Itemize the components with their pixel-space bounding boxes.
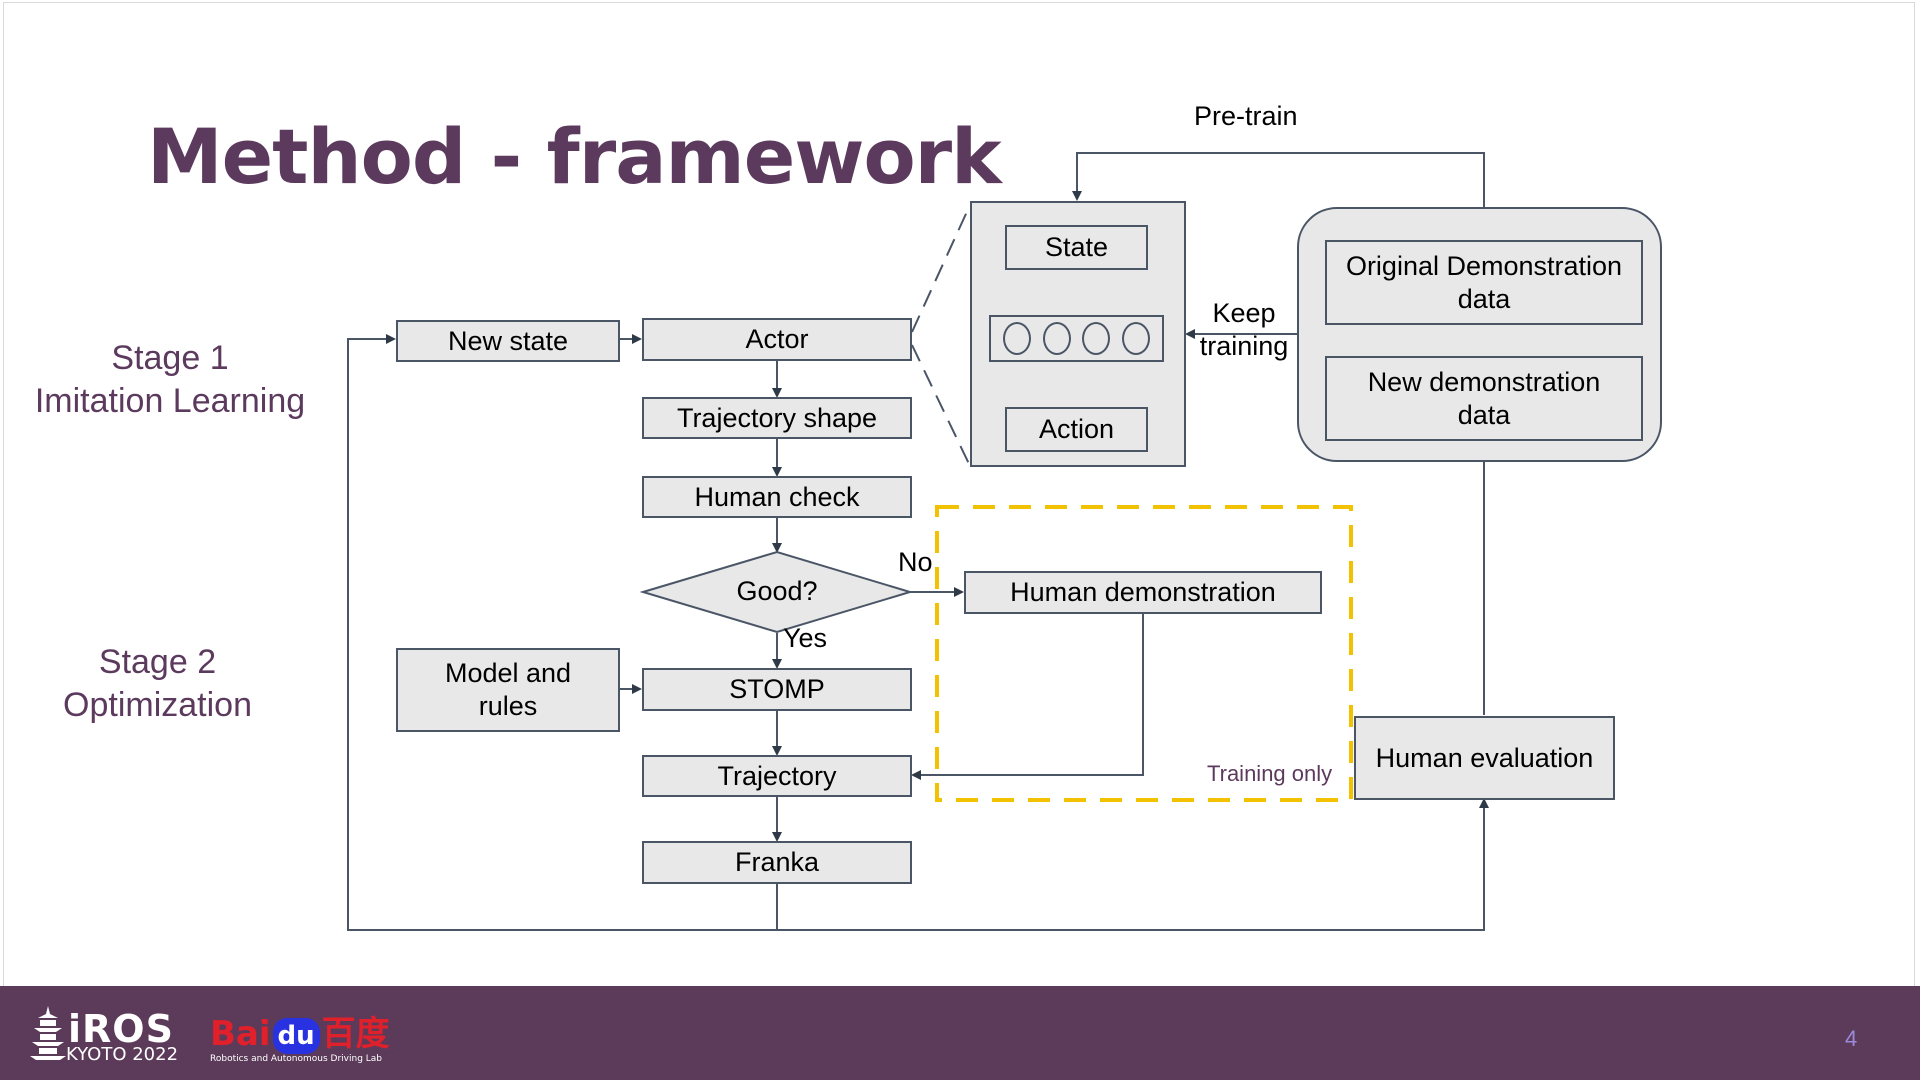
trajectory-label: Trajectory bbox=[717, 760, 837, 791]
training-only-label: Training only bbox=[1207, 761, 1333, 786]
state-label: State bbox=[1044, 232, 1109, 262]
human-evaluation-label: Human evaluation bbox=[1375, 742, 1594, 773]
iros-logo-text: iROS bbox=[68, 1007, 174, 1051]
loop-franka-to-evaluation bbox=[777, 798, 1489, 931]
original-demonstration-line-1: Original Demonstration bbox=[1345, 250, 1623, 281]
neuron-circle bbox=[1082, 322, 1111, 355]
zoom-line-bottom bbox=[911, 344, 971, 467]
human-evaluation-box: Human evaluation bbox=[1354, 716, 1615, 800]
stage-1-name: Imitation Learning bbox=[34, 382, 306, 420]
slide-title: Method - framework bbox=[147, 112, 1002, 201]
arrow-demonstration-to-trajectory bbox=[911, 614, 1144, 780]
trajectory-shape-label: Trajectory shape bbox=[676, 402, 878, 433]
hidden-layer-box bbox=[989, 315, 1164, 362]
stage-2-label: Stage 2 Optimization bbox=[20, 641, 295, 727]
training-only-region bbox=[935, 505, 1353, 802]
keep-training-label: Keep training bbox=[1192, 297, 1296, 363]
state-box: State bbox=[1005, 225, 1148, 270]
original-demonstration-data-box: Original Demonstration data bbox=[1325, 240, 1643, 325]
arrow-pretrain bbox=[1072, 152, 1485, 240]
keep-training-line-1: Keep bbox=[1212, 298, 1276, 328]
model-and-rules-box: Model and rules bbox=[396, 648, 620, 732]
stage-2-name: Optimization bbox=[63, 686, 252, 724]
franka-label: Franka bbox=[734, 847, 820, 877]
new-demonstration-data-box: New demonstration data bbox=[1325, 356, 1643, 441]
pre-train-label: Pre-train bbox=[1194, 101, 1298, 131]
human-demonstration-label: Human demonstration bbox=[1010, 577, 1276, 607]
stage-1-number: Stage 1 bbox=[111, 339, 229, 377]
baidu-paw-icon: du bbox=[272, 1017, 320, 1054]
footer-bar bbox=[0, 986, 1920, 1080]
neuron-circle bbox=[1042, 322, 1071, 355]
keep-training-line-2: training bbox=[1199, 331, 1289, 361]
actor-box: Actor bbox=[642, 318, 912, 361]
yes-label: Yes bbox=[783, 623, 828, 653]
decision-diamond bbox=[639, 550, 914, 634]
franka-box: Franka bbox=[642, 841, 912, 884]
model-and-rules-line-2: rules bbox=[478, 691, 538, 721]
human-check-label: Human check bbox=[694, 481, 860, 512]
trajectory-shape-box: Trajectory shape bbox=[642, 397, 912, 439]
baidu-lab-name: Robotics and Autonomous Driving Lab bbox=[210, 1054, 383, 1064]
new-state-box: New state bbox=[396, 320, 620, 362]
action-box: Action bbox=[1005, 407, 1148, 452]
new-demonstration-line-2: data bbox=[1457, 399, 1511, 430]
new-state-label: New state bbox=[447, 325, 569, 356]
model-and-rules-line-1: Model and bbox=[444, 658, 572, 688]
stage-2-number: Stage 2 bbox=[98, 643, 217, 681]
trajectory-box: Trajectory bbox=[642, 755, 912, 797]
no-label: No bbox=[898, 547, 933, 577]
loop-franka-to-newstate bbox=[347, 334, 778, 931]
new-demonstration-line-1: New demonstration bbox=[1367, 366, 1601, 397]
page-number: 4 bbox=[1845, 1026, 1858, 1051]
neuron-circle bbox=[1002, 322, 1031, 355]
action-label: Action bbox=[1038, 414, 1115, 444]
zoom-line-top bbox=[911, 204, 971, 333]
good-label: Good? bbox=[736, 576, 818, 606]
baidu-logo-right: 百度 bbox=[321, 1014, 390, 1054]
human-check-box: Human check bbox=[642, 476, 912, 518]
actor-label: Actor bbox=[745, 324, 809, 354]
human-demonstration-box: Human demonstration bbox=[964, 571, 1322, 614]
original-demonstration-line-2: data bbox=[1457, 283, 1511, 314]
iros-logo-subtext: KYOTO 2022 bbox=[66, 1044, 179, 1065]
iros-pagoda-icon bbox=[30, 1006, 66, 1060]
baidu-logo-left: Bai bbox=[210, 1014, 271, 1054]
stomp-box: STOMP bbox=[642, 668, 912, 711]
stomp-label: STOMP bbox=[729, 674, 825, 704]
stage-1-label: Stage 1 Imitation Learning bbox=[20, 337, 320, 423]
neuron-circle bbox=[1122, 322, 1151, 355]
